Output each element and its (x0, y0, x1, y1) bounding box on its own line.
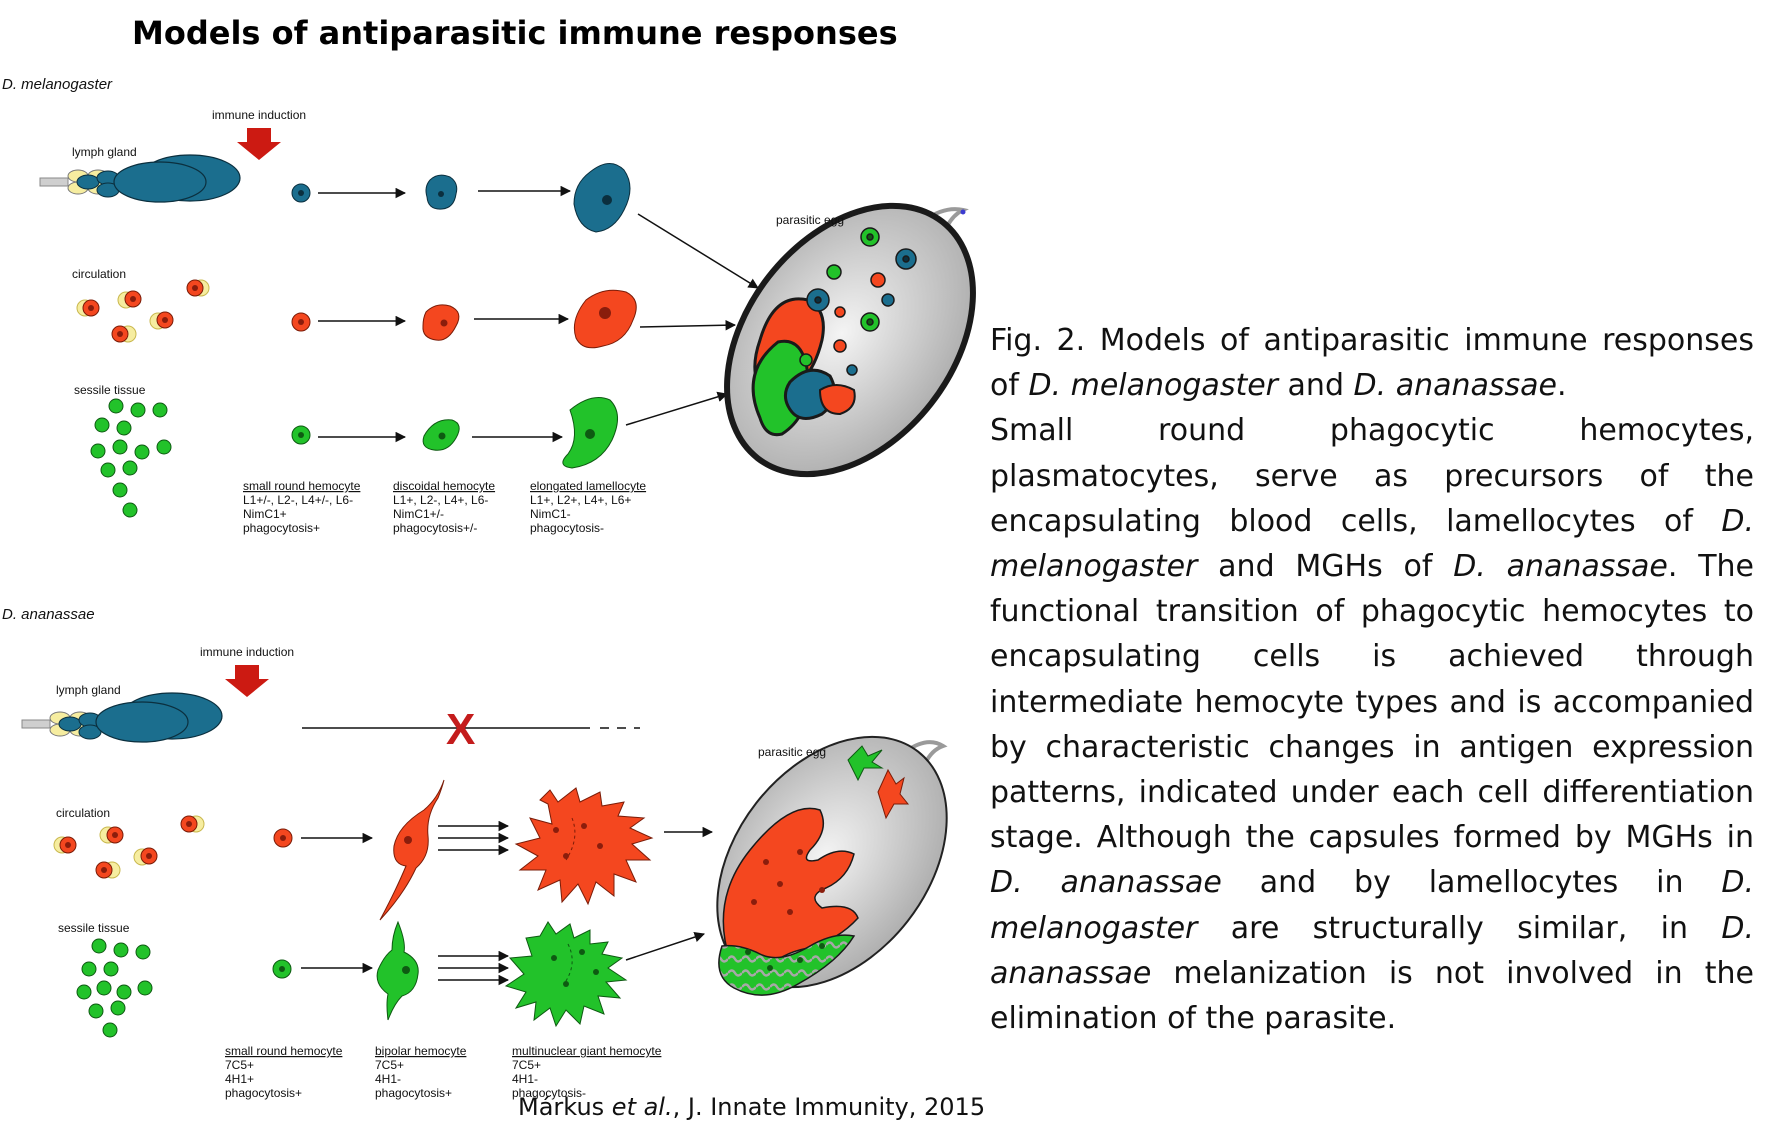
stage-line: phagocytosis- (530, 521, 604, 535)
sessile-tissue-row (272, 920, 705, 1028)
species-label: D. melanogaster (2, 76, 113, 93)
stage-line: L1+, L2-, L4+, L6- (393, 493, 488, 507)
stage-name: bipolar hemocyte (375, 1044, 467, 1058)
stage-line: 7C5+ (225, 1058, 254, 1072)
stage-line: phagocytosis+/- (393, 521, 477, 535)
stage-line: phagocytosis+ (375, 1086, 452, 1100)
sessile-hemocytes (76, 938, 153, 1038)
parasitic-egg-capsule (716, 735, 948, 996)
immune-induction-label: immune induction (200, 645, 294, 659)
stage-line: 4H1- (512, 1072, 538, 1086)
stage-line: 4H1+ (225, 1072, 254, 1086)
stage-name: elongated lamellocyte (530, 479, 646, 493)
citation-source: , J. Innate Immunity, 2015 (672, 1093, 986, 1121)
stage-labels: small round hemocyte L1+/-, L2-, L4+/-, … (243, 479, 646, 535)
caption-heading: Fig. 2. Models of antiparasitic immune r… (990, 323, 1754, 404)
species-label: D. ananassae (2, 606, 95, 623)
citation-authors: Márkus (518, 1093, 605, 1121)
circulation-row (291, 289, 737, 349)
stage-line: NimC1+ (243, 507, 287, 521)
sessile-tissue-label: sessile tissue (74, 383, 146, 397)
ananassae-panel: D. ananassae immune induction lymph glan… (2, 606, 948, 1100)
parasitic-egg-label: parasitic egg (758, 745, 826, 759)
circulation-row (273, 779, 714, 921)
figure-title: Models of antiparasitic immune responses (132, 14, 898, 52)
stage-line: 7C5+ (512, 1058, 541, 1072)
citation-etal: et al. (611, 1093, 673, 1121)
circulating-hemocytes (76, 279, 210, 343)
parasitic-egg-melanized (724, 202, 976, 478)
caption-body: Small round phagocytic hemocytes, plasma… (990, 413, 1755, 1037)
stage-labels: small round hemocyte 7C5+ 4H1+ phagocyto… (225, 1044, 662, 1100)
lymph-gland-label: lymph gland (56, 683, 121, 697)
lymph-gland-row (291, 163, 759, 289)
stage-line: 4H1- (375, 1072, 401, 1086)
stage-line: L1+/-, L2-, L4+/-, L6- (243, 493, 353, 507)
lymph-gland (21, 692, 223, 743)
stage-line: 7C5+ (375, 1058, 404, 1072)
stage-name: small round hemocyte (225, 1044, 343, 1058)
lymph-gland-label: lymph gland (72, 145, 137, 159)
stage-line: phagocytosis- (512, 1086, 586, 1100)
stage-name: discoidal hemocyte (393, 479, 495, 493)
immune-induction-label: immune induction (212, 108, 306, 122)
immune-induction-arrow (237, 128, 281, 160)
stage-line: NimC1+/- (393, 507, 444, 521)
circulating-hemocytes (53, 815, 205, 879)
stage-line: NimC1- (530, 507, 571, 521)
parasitic-egg-label: parasitic egg (776, 213, 844, 227)
sessile-hemocytes (90, 398, 172, 518)
blocked-pathway: X (302, 705, 640, 754)
stage-name: small round hemocyte (243, 479, 361, 493)
stage-line: phagocytosis+ (225, 1086, 302, 1100)
sessile-tissue-label: sessile tissue (58, 921, 130, 935)
citation: Márkus et al., J. Innate Immunity, 2015 (518, 1093, 985, 1121)
melanogaster-panel: D. melanogaster immune induction lymph g… (2, 76, 976, 535)
blocked-x-mark: X (446, 705, 475, 754)
lymph-gland (39, 154, 241, 203)
figure-caption: Fig. 2. Models of antiparasitic immune r… (990, 318, 1754, 1041)
stage-line: phagocytosis+ (243, 521, 320, 535)
circulation-label: circulation (72, 267, 126, 281)
immune-induction-arrow (225, 665, 269, 697)
stage-line: L1+, L2+, L4+, L6+ (530, 493, 631, 507)
stage-name: multinuclear giant hemocyte (512, 1044, 662, 1058)
sessile-tissue-row (291, 391, 729, 469)
circulation-label: circulation (56, 806, 110, 820)
